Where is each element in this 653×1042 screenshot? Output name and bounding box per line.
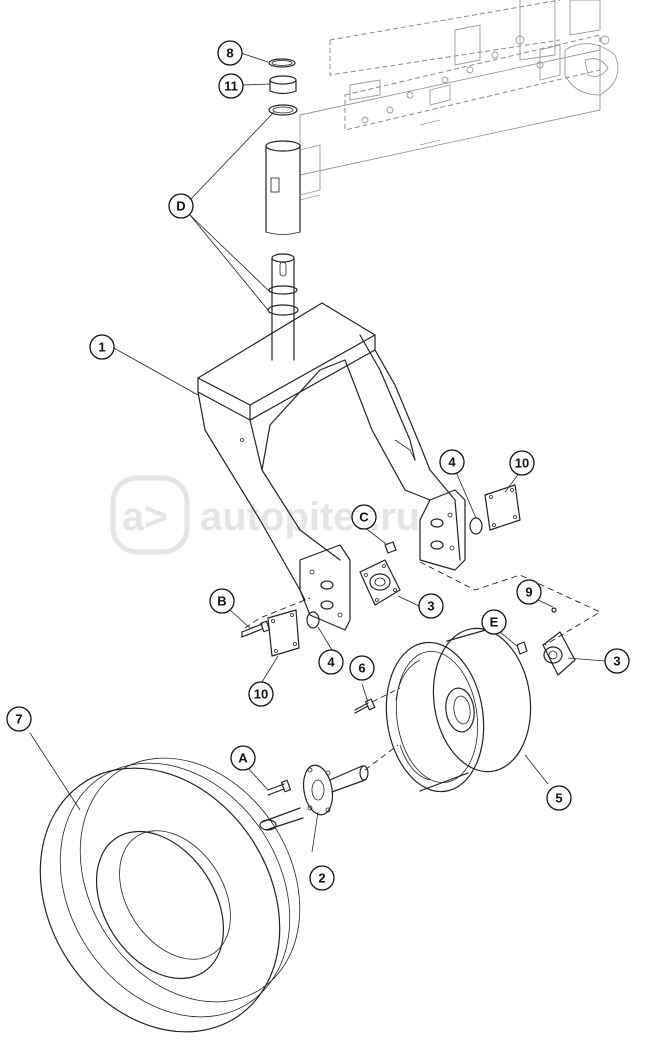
callout-5: 5 (546, 785, 572, 811)
callout-11: 11 (218, 73, 244, 99)
wheel-rim-part-5 (385, 627, 532, 793)
seal-part-4-left (306, 611, 320, 629)
callout-8: 8 (217, 40, 243, 66)
ring-part-8 (268, 58, 296, 68)
callout-b: B (209, 588, 235, 614)
callout-10-lower: 10 (248, 681, 274, 707)
callout-3-lower-label: 3 (613, 654, 620, 669)
watermark-logo-glyph: a> (122, 495, 168, 539)
callout-e-label: E (490, 615, 499, 630)
watermark: a> autopiter.ru (110, 475, 420, 555)
callout-a-label: A (238, 751, 248, 766)
bolt-b (241, 620, 271, 638)
callout-6-label: 6 (358, 661, 365, 676)
grease-nipple-part-9 (551, 607, 557, 613)
callout-9: 9 (516, 579, 542, 605)
assembly-dashed-lines (244, 561, 601, 771)
callout-d: D (168, 193, 194, 219)
cover-plate-part-10-right (484, 484, 521, 531)
callout-7: 7 (6, 706, 32, 732)
callout-1-label: 1 (98, 340, 105, 355)
callout-3-upper-label: 3 (427, 599, 434, 614)
callout-2-label: 2 (318, 871, 325, 886)
callout-6: 6 (349, 655, 375, 681)
callout-10-upper-label: 10 (515, 456, 529, 471)
callout-e: E (481, 609, 507, 635)
callout-8-label: 8 (226, 46, 233, 61)
callout-4-lower: 4 (318, 649, 344, 675)
callout-1: 1 (89, 334, 115, 360)
callout-4-lower-label: 4 (327, 655, 335, 670)
bushing-part-11 (269, 75, 297, 95)
callout-10-lower-label: 10 (254, 687, 268, 702)
callout-c: C (351, 504, 377, 530)
callout-c-label: C (359, 510, 369, 525)
bearing-part-3-left (359, 559, 401, 606)
callout-b-label: B (217, 594, 226, 609)
bolt-c (384, 541, 397, 554)
tyre-part-7 (39, 757, 301, 1033)
bearing-part-3-right (542, 631, 576, 676)
upper-mount-tube (265, 140, 321, 235)
ring-part-d-upper (268, 104, 298, 116)
seal-part-4-right (469, 517, 483, 535)
nut-e (516, 641, 528, 655)
callout-4-upper: 4 (439, 449, 465, 475)
wheel-fork-part-1 (197, 302, 466, 631)
stub-axle-part-2 (259, 764, 369, 831)
callout-10-upper: 10 (509, 450, 535, 476)
cover-plate-part-10-left (267, 609, 300, 657)
ghost-frame (299, 0, 619, 201)
leader-lines (29, 52, 606, 853)
callout-5-label: 5 (555, 791, 562, 806)
callout-d-label: D (176, 199, 185, 214)
wheel-fork-spindle (267, 253, 299, 361)
callout-a: A (230, 745, 256, 771)
bolt-a (267, 779, 292, 796)
callout-7-label: 7 (15, 712, 22, 727)
callout-3-upper: 3 (418, 593, 444, 619)
callout-3-lower: 3 (604, 648, 630, 674)
watermark-text: autopiter.ru (200, 495, 420, 539)
callout-2: 2 (309, 865, 335, 891)
callout-4-upper-label: 4 (448, 455, 456, 470)
callout-11-label: 11 (224, 79, 238, 94)
bolt-part-6 (354, 698, 376, 714)
callout-9-label: 9 (525, 585, 532, 600)
